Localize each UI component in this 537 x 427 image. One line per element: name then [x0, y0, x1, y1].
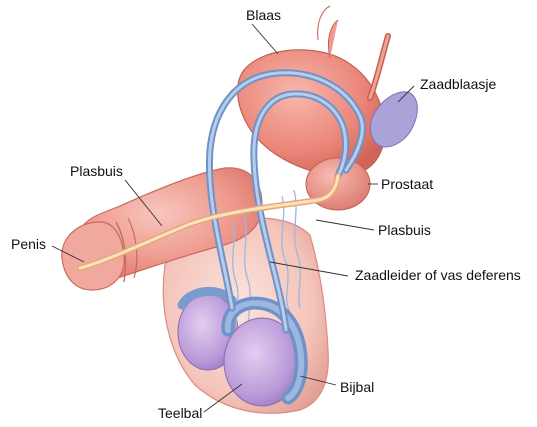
label-teelbal: Teelbal [158, 405, 202, 421]
bladder-shape [238, 6, 385, 176]
label-penis: Penis [11, 236, 46, 252]
label-prostaat: Prostaat [381, 176, 433, 192]
leader-plasbuis-right [316, 220, 374, 230]
label-zaadleider: Zaadleider of vas deferens [355, 267, 521, 283]
leader-blaas [252, 24, 278, 54]
label-plasbuis-top: Plasbuis [70, 163, 123, 179]
label-bijbal: Bijbal [340, 379, 374, 395]
right-testis-shape [224, 303, 301, 406]
label-zaadblaasje: Zaadblaasje [420, 76, 496, 92]
label-blaas: Blaas [246, 7, 281, 23]
ureter-shape [370, 36, 388, 98]
label-plasbuis-right: Plasbuis [378, 222, 431, 238]
